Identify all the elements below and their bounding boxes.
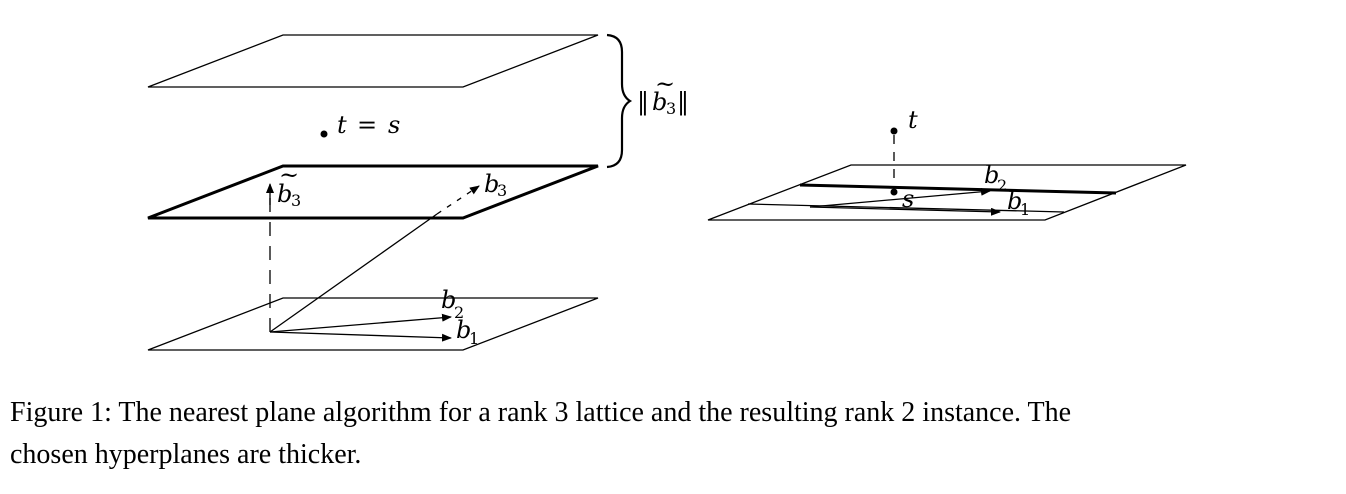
chosen-line xyxy=(799,183,1117,195)
btilde3-b: b xyxy=(277,180,292,208)
right-diagram: t s b 2 b 1 xyxy=(707,106,1187,221)
point-label-eq: = xyxy=(357,111,377,139)
b1-label: b 1 xyxy=(456,316,479,348)
caption-line-2: chosen hyperplanes are thicker. xyxy=(10,439,362,470)
btilde3-subscript: 3 xyxy=(291,191,301,210)
rank2-b2-subscript: 2 xyxy=(997,176,1007,195)
rank2-b1-vector xyxy=(809,206,1001,216)
b2-label: b 2 xyxy=(441,286,464,322)
s-point xyxy=(890,188,898,196)
rank2-b1-subscript: 1 xyxy=(1020,200,1030,219)
rank2-b2-label: b 2 xyxy=(984,161,1007,195)
t-label: t xyxy=(908,106,918,134)
point-label-s: s xyxy=(388,111,400,139)
rank2-plane xyxy=(707,164,1187,221)
norm-label: ‖ b ~ 3 ‖ xyxy=(637,70,689,118)
bottom-plane xyxy=(147,297,599,351)
left-diagram: ‖ b ~ 3 ‖ t = s b ~ 3 b 3 xyxy=(147,33,689,351)
b1-vector xyxy=(269,331,452,342)
norm-tilde: ~ xyxy=(655,70,675,98)
s-label: s xyxy=(902,185,914,213)
rank2-b1-b: b xyxy=(1007,187,1022,215)
top-plane xyxy=(147,34,599,88)
b2-vector xyxy=(269,313,452,333)
caption-line-1: Figure 1: The nearest plane algorithm fo… xyxy=(10,397,1072,428)
t-point xyxy=(890,127,898,135)
point-label: t = s xyxy=(337,111,400,139)
rank2-b1-label: b 1 xyxy=(1007,187,1030,219)
rank2-b2-b: b xyxy=(984,161,999,189)
btilde3-tilde: ~ xyxy=(279,161,299,189)
norm-subscript: 3 xyxy=(666,99,676,118)
b1-subscript: 1 xyxy=(469,329,479,348)
b1-b: b xyxy=(456,316,471,344)
b2-b: b xyxy=(441,286,456,314)
b3-vector-dashed xyxy=(436,185,480,215)
norm-brace xyxy=(606,33,633,169)
btilde3-label: b ~ 3 xyxy=(277,161,301,210)
norm-bars-right: ‖ xyxy=(677,88,689,117)
target-point xyxy=(320,130,328,138)
b2-subscript: 2 xyxy=(454,303,464,322)
norm-b: b xyxy=(652,88,667,116)
b3-b: b xyxy=(484,170,499,198)
rank2-b2-vector xyxy=(809,187,991,208)
chosen-plane xyxy=(147,164,599,220)
lattice-line xyxy=(747,203,1065,213)
figure-caption: Figure 1: The nearest plane algorithm fo… xyxy=(10,392,1336,476)
b3-vector-solid xyxy=(269,213,438,333)
b3-label: b 3 xyxy=(484,170,507,200)
norm-bars-left: ‖ xyxy=(637,88,649,117)
point-label-t: t xyxy=(337,111,347,139)
b3-subscript: 3 xyxy=(497,181,507,200)
